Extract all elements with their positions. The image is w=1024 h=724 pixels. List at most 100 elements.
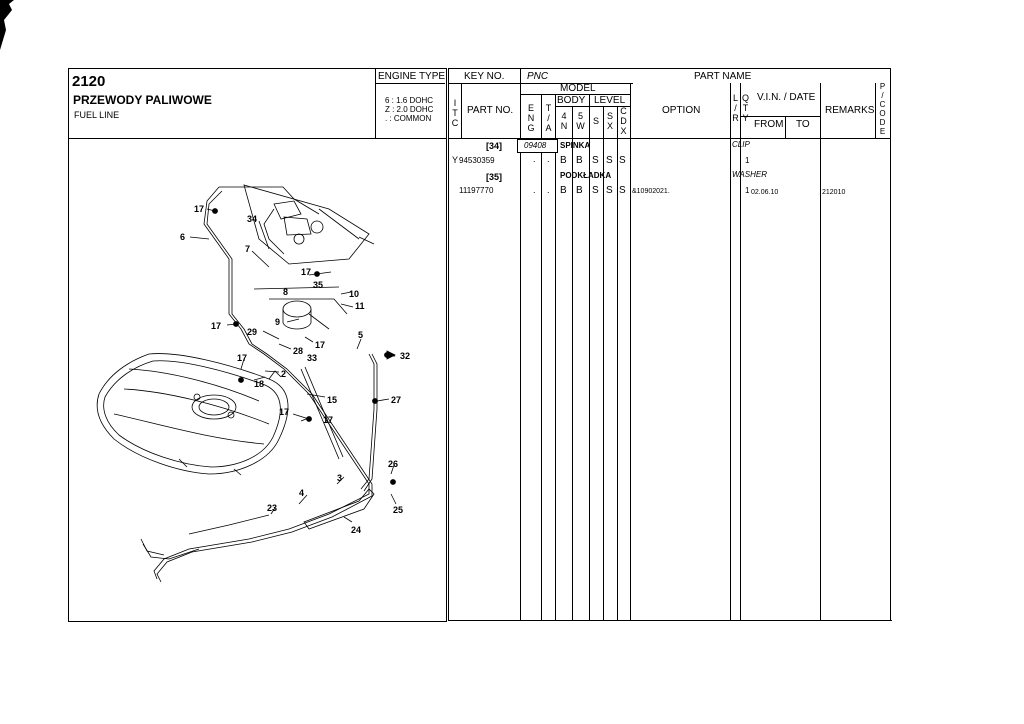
- col-line: [630, 83, 631, 620]
- row1-itc: Y: [452, 155, 459, 165]
- callout: 18: [254, 379, 264, 389]
- engine-type-1: 6 : 1.6 DOHC: [385, 96, 434, 105]
- left-panel: [68, 68, 447, 622]
- callout: 24: [351, 525, 361, 535]
- row2-part-no: 11197770: [459, 186, 494, 195]
- option-header: OPTION: [662, 105, 701, 116]
- body-level-rule: [555, 106, 630, 107]
- row1-eng: .: [533, 154, 536, 164]
- section-code: 2120: [72, 73, 106, 90]
- row2-qty: 1: [745, 186, 750, 195]
- vin-rule: [740, 116, 820, 117]
- fuel-line-diagram: 17 6 34 7 17 8 35 10 11 9 17 29 28 33 17…: [96, 184, 410, 583]
- callout: 27: [391, 395, 401, 405]
- row1-key: [34]: [486, 141, 503, 151]
- row2-ta: .: [547, 185, 550, 195]
- body-header: BODY: [557, 95, 586, 106]
- col-line: [617, 106, 618, 620]
- clips: [212, 208, 396, 485]
- callout: 23: [267, 503, 277, 513]
- col-line: [589, 94, 590, 620]
- row2-eng: .: [533, 185, 536, 195]
- row2-body4: B: [560, 185, 567, 196]
- part-32-icon: [386, 350, 396, 360]
- keyno-rule: [448, 83, 633, 84]
- part-name-header: PART NAME: [694, 71, 752, 82]
- row2-key: [35]: [486, 172, 503, 182]
- callout: 7: [245, 244, 250, 254]
- engine-area: [243, 184, 370, 265]
- callout: 10: [349, 289, 359, 299]
- row2-cdx: S: [619, 185, 626, 196]
- callout: 5: [358, 330, 363, 340]
- engine-type-label: ENGINE TYPE: [378, 71, 446, 82]
- scan-artifact: [0, 0, 14, 50]
- callout: 17: [315, 340, 325, 350]
- engine-type-2: Z : 2.0 DOHC: [385, 105, 434, 114]
- callout: 11: [355, 301, 365, 311]
- callout: 17: [279, 407, 289, 417]
- engine-type-divider: [375, 68, 376, 138]
- callouts: 17 6 34 7 17 8 35 10 11 9 17 29 28 33 17…: [180, 204, 410, 535]
- left-panel-divider: [68, 138, 446, 139]
- engine-type-rule: [375, 83, 445, 84]
- col-line: [520, 68, 521, 620]
- remarks-header: REMARKS: [825, 105, 875, 116]
- callout: 3: [337, 473, 342, 483]
- col-line: [461, 83, 462, 138]
- row1-pnc-box: [517, 139, 558, 153]
- row1-pnc: 09408: [524, 141, 547, 150]
- row2-s: S: [592, 185, 599, 196]
- callout: 35: [313, 280, 323, 290]
- leader-lines: [189, 208, 397, 523]
- row1-s: S: [592, 155, 599, 166]
- fuel-filter: [253, 286, 348, 330]
- table-top-rule: [448, 68, 891, 69]
- bracket: [303, 488, 375, 530]
- callout: 6: [180, 232, 185, 242]
- callout: 9: [275, 317, 280, 327]
- level-header: LEVEL: [594, 95, 626, 106]
- callout: 17: [323, 415, 333, 425]
- row2-name-pl: PODKŁADKA: [560, 171, 612, 180]
- callout: 26: [388, 459, 398, 469]
- callout: 33: [307, 353, 317, 363]
- section-subtitle: FUEL LINE: [74, 110, 120, 120]
- col-line: [603, 106, 604, 620]
- to-header: TO: [796, 119, 810, 130]
- row1-body4: B: [560, 155, 567, 166]
- vin-date-header: V.I.N. / DATE: [757, 92, 816, 103]
- from-header: FROM: [754, 119, 784, 130]
- col-line: [555, 94, 556, 620]
- section-title: PRZEWODY PALIWOWE: [73, 93, 212, 107]
- row2-sx: S: [606, 185, 613, 196]
- col-line: [541, 94, 542, 620]
- col-line: [875, 83, 876, 138]
- callout: 15: [327, 395, 337, 405]
- ta-header: T/A: [545, 103, 552, 133]
- callout: 8: [283, 287, 288, 297]
- row2-remarks: 212010: [822, 189, 846, 196]
- callout: 17: [301, 267, 311, 277]
- callout: 17: [194, 204, 204, 214]
- engine-type-3: . : COMMON: [385, 114, 432, 123]
- row1-name-pl: SPINKA: [560, 141, 591, 150]
- row1-part-no: 94530359: [459, 156, 495, 165]
- part-no-header: PART NO.: [467, 105, 514, 116]
- callout: 4: [299, 488, 304, 498]
- row1-cdx: S: [619, 155, 626, 166]
- key-no-header: KEY NO.: [464, 71, 505, 82]
- level-s-header: S: [592, 116, 599, 126]
- callout: 17: [237, 353, 247, 363]
- model-header: MODEL: [560, 83, 596, 94]
- col-line: [740, 83, 741, 620]
- row2-from: 02.06.10: [751, 189, 779, 196]
- row1-sx: S: [606, 155, 613, 166]
- model-rule: [520, 94, 630, 95]
- col-line: [572, 106, 573, 620]
